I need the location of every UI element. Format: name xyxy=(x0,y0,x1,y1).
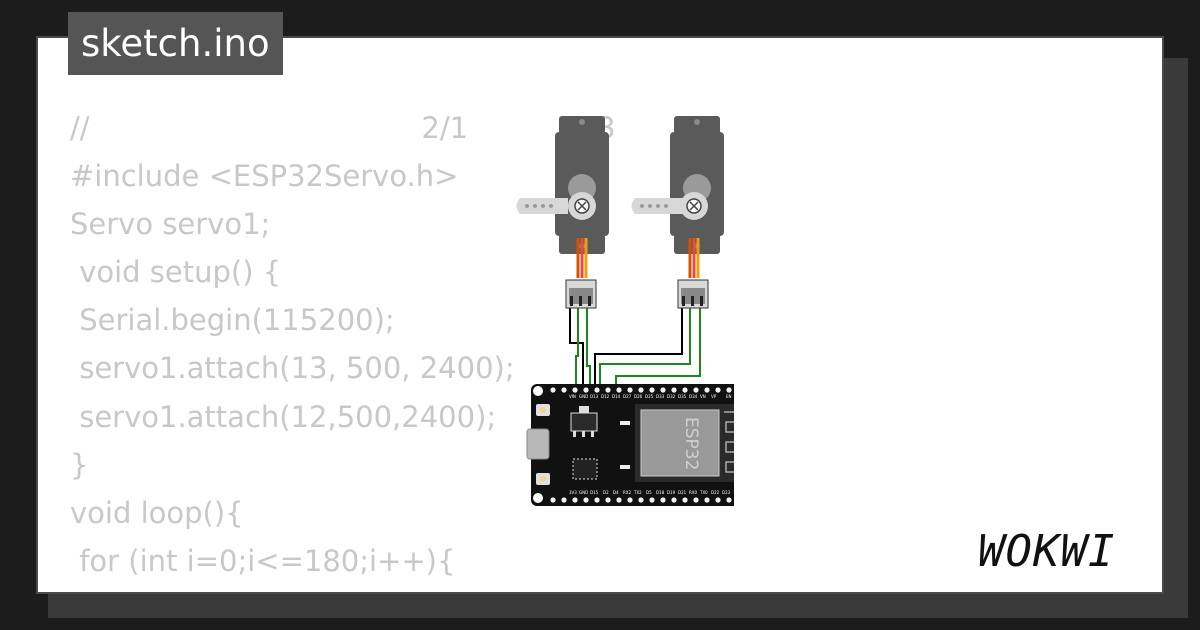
pin-label: D32 xyxy=(667,394,676,399)
pin-label: D25 xyxy=(645,394,654,399)
pin-label: VN xyxy=(700,394,706,399)
pin-label: D13 xyxy=(590,394,599,399)
code-line: servo1.attach(13, 500, 2400); xyxy=(70,351,515,386)
wire-vin-servo1 xyxy=(575,306,579,393)
wire-signal-servo2 xyxy=(615,306,701,393)
code-line: for (int i=0;i<=180;i++){ xyxy=(70,543,456,578)
bottom-pin-labels: 3V3 GND D15 D2 D4 RX2 TX2 D5 D18 D19 D21… xyxy=(569,490,731,495)
pin-label: D19 xyxy=(667,490,676,495)
code-preview: // 2/1 3#include <ESP32Servo.h>Servo ser… xyxy=(70,104,616,592)
pin-label: D33 xyxy=(656,394,665,399)
esp32-label: ESP32 xyxy=(681,417,701,470)
pin-label: TX0 xyxy=(699,490,708,495)
code-line: #include <ESP32Servo.h> xyxy=(70,159,459,194)
pin-label: D18 xyxy=(656,490,665,495)
pin-label: D27 xyxy=(623,394,632,399)
servo-motor-icon xyxy=(631,116,724,309)
code-line: } xyxy=(70,447,89,482)
pin-label: TX2 xyxy=(633,490,642,495)
code-line xyxy=(70,585,616,592)
usb-port xyxy=(526,428,550,460)
pin-label: EN xyxy=(726,394,732,399)
pin-label: D35 xyxy=(678,394,687,399)
pin-label: D22 xyxy=(711,490,720,495)
pin-label: RX0 xyxy=(689,490,698,495)
pin-label: D23 xyxy=(722,490,731,495)
pin-label: D5 xyxy=(646,490,652,495)
preview-card: // 2/1 3#include <ESP32Servo.h>Servo ser… xyxy=(36,36,1164,594)
code-line: void setup() { xyxy=(70,255,282,290)
servo-motor-icon xyxy=(516,116,609,309)
pin-label: VP xyxy=(711,394,717,399)
pin-label: GND xyxy=(579,394,588,399)
voltage-regulator xyxy=(570,412,598,432)
code-line: servo1.attach(12,500,2400); xyxy=(70,399,497,434)
pin-label: 3V3 xyxy=(569,490,577,495)
pin-label: D15 xyxy=(590,490,599,495)
pin-label: D34 xyxy=(689,394,698,399)
sketch-title: sketch.ino xyxy=(68,12,283,75)
code-line: void loop(){ xyxy=(70,495,244,530)
pin-label: D14 xyxy=(612,394,621,399)
code-line: Serial.begin(115200); xyxy=(70,303,395,338)
brand-text: WOKWI xyxy=(978,526,1115,577)
usb-chip xyxy=(572,458,598,480)
esp32-board-icon: VIN GND D13 D12 D14 D27 D26 D25 D33 D32 … xyxy=(526,384,734,506)
circuit-diagram: VIN GND D13 D12 D14 D27 D26 D25 D33 D32 … xyxy=(516,116,734,506)
wokwi-logo: WOKWI xyxy=(978,526,1115,577)
pin-label: D26 xyxy=(634,394,643,399)
wire-gnd-servo2 xyxy=(594,306,683,393)
pin-label: GND xyxy=(579,490,588,495)
wire-gnd-servo1 xyxy=(569,306,584,393)
wire-vin-servo2 xyxy=(599,306,691,393)
header-pins xyxy=(550,387,732,503)
wire-signal-servo1 xyxy=(586,306,591,393)
top-pin-labels: VIN GND D13 D12 D14 D27 D26 D25 D33 D32 … xyxy=(569,394,732,399)
pin-label: RX2 xyxy=(623,490,632,495)
code-line: Servo servo1; xyxy=(70,207,271,242)
pin-label: VIN xyxy=(569,394,576,399)
pin-label: D4 xyxy=(613,490,619,495)
pin-label: D2 xyxy=(603,490,609,495)
wires xyxy=(569,306,701,393)
pin-label: D21 xyxy=(678,490,687,495)
pin-label: D12 xyxy=(601,394,610,399)
